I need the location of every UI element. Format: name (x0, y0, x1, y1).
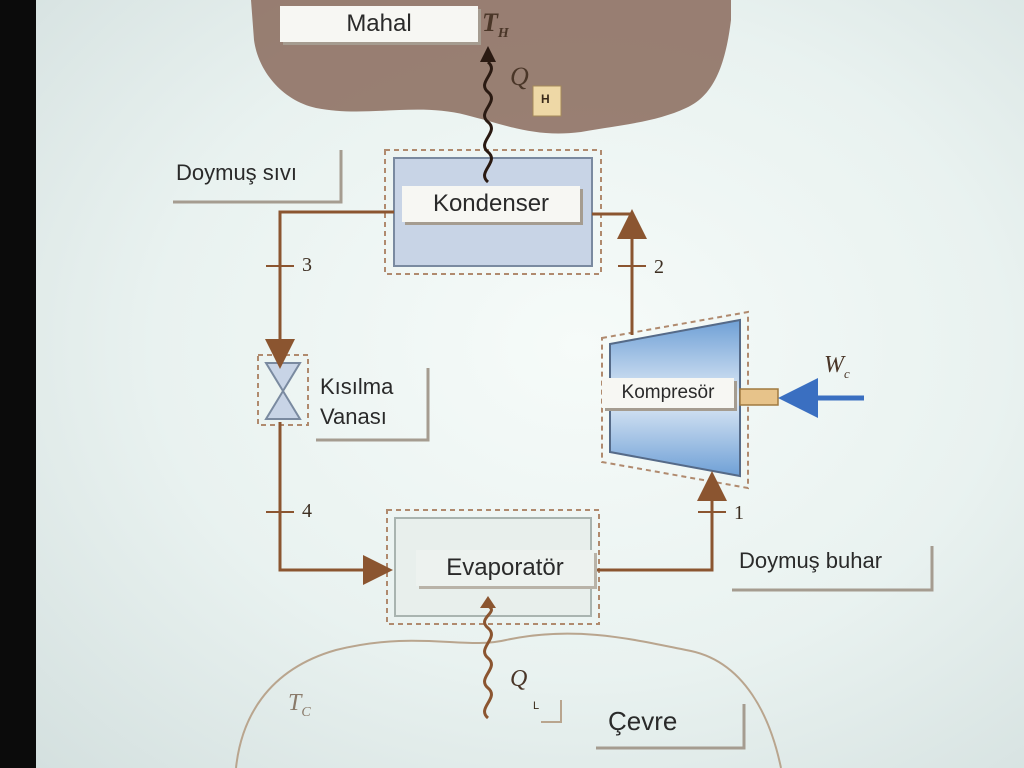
q-low-wave (483, 604, 493, 720)
condenser-dash-box (384, 149, 602, 275)
work-symbol: Wc (824, 352, 850, 381)
compressor-label: Kompresör (602, 378, 734, 408)
cold-region-shape (235, 632, 782, 768)
compressor-dash (601, 310, 749, 490)
q-high-arrowhead (480, 46, 496, 62)
pipe-condenser-to-valve (265, 210, 394, 369)
doymus-buhar-underline (732, 546, 934, 592)
valve-label-line1: Kısılma (320, 374, 394, 399)
space-label: Mahal (280, 6, 478, 42)
q-high-symbol: Q (510, 62, 529, 91)
state-1: 1 (734, 502, 744, 524)
state-4: 4 (302, 500, 312, 522)
t-high-symbol: TH (482, 8, 509, 42)
q-high-wave (483, 60, 493, 184)
projection-screen: Mahal Kondenser Evaporatör Kompresör Doy… (36, 0, 1024, 768)
valve-dash (257, 354, 309, 426)
surroundings-label: Çevre (608, 706, 678, 736)
compressor-shaft (739, 388, 779, 406)
q-low-symbol: Q (510, 666, 528, 692)
valve-label: Kısılma Vanası (320, 372, 393, 432)
t-low-symbol: TC (288, 690, 311, 720)
valve-label-line2: Vanası (320, 404, 387, 429)
kisilma-underline (316, 368, 430, 442)
saturated-liquid-label: Doymuş sıvı (176, 160, 298, 185)
state-3: 3 (302, 254, 312, 276)
evaporator-label: Evaporatör (416, 550, 594, 586)
q-low-subscript: L (533, 700, 540, 712)
pipe-evap-to-comp (591, 471, 727, 572)
pipe-valve-down (278, 422, 393, 585)
doymus-sivi-underline (173, 150, 343, 204)
cevre-underline (596, 704, 746, 750)
condenser-label: Kondenser (402, 186, 580, 222)
q-low-arrowhead (480, 596, 496, 608)
state-2: 2 (654, 256, 664, 278)
valve-body (264, 362, 302, 420)
q-low-bracket (541, 700, 562, 723)
q-high-subscript: H (541, 92, 550, 106)
q-high-subscript-box (532, 85, 562, 117)
refrigeration-cycle-diagram (173, 0, 934, 768)
saturated-vapor-label: Doymuş buhar (739, 548, 883, 573)
